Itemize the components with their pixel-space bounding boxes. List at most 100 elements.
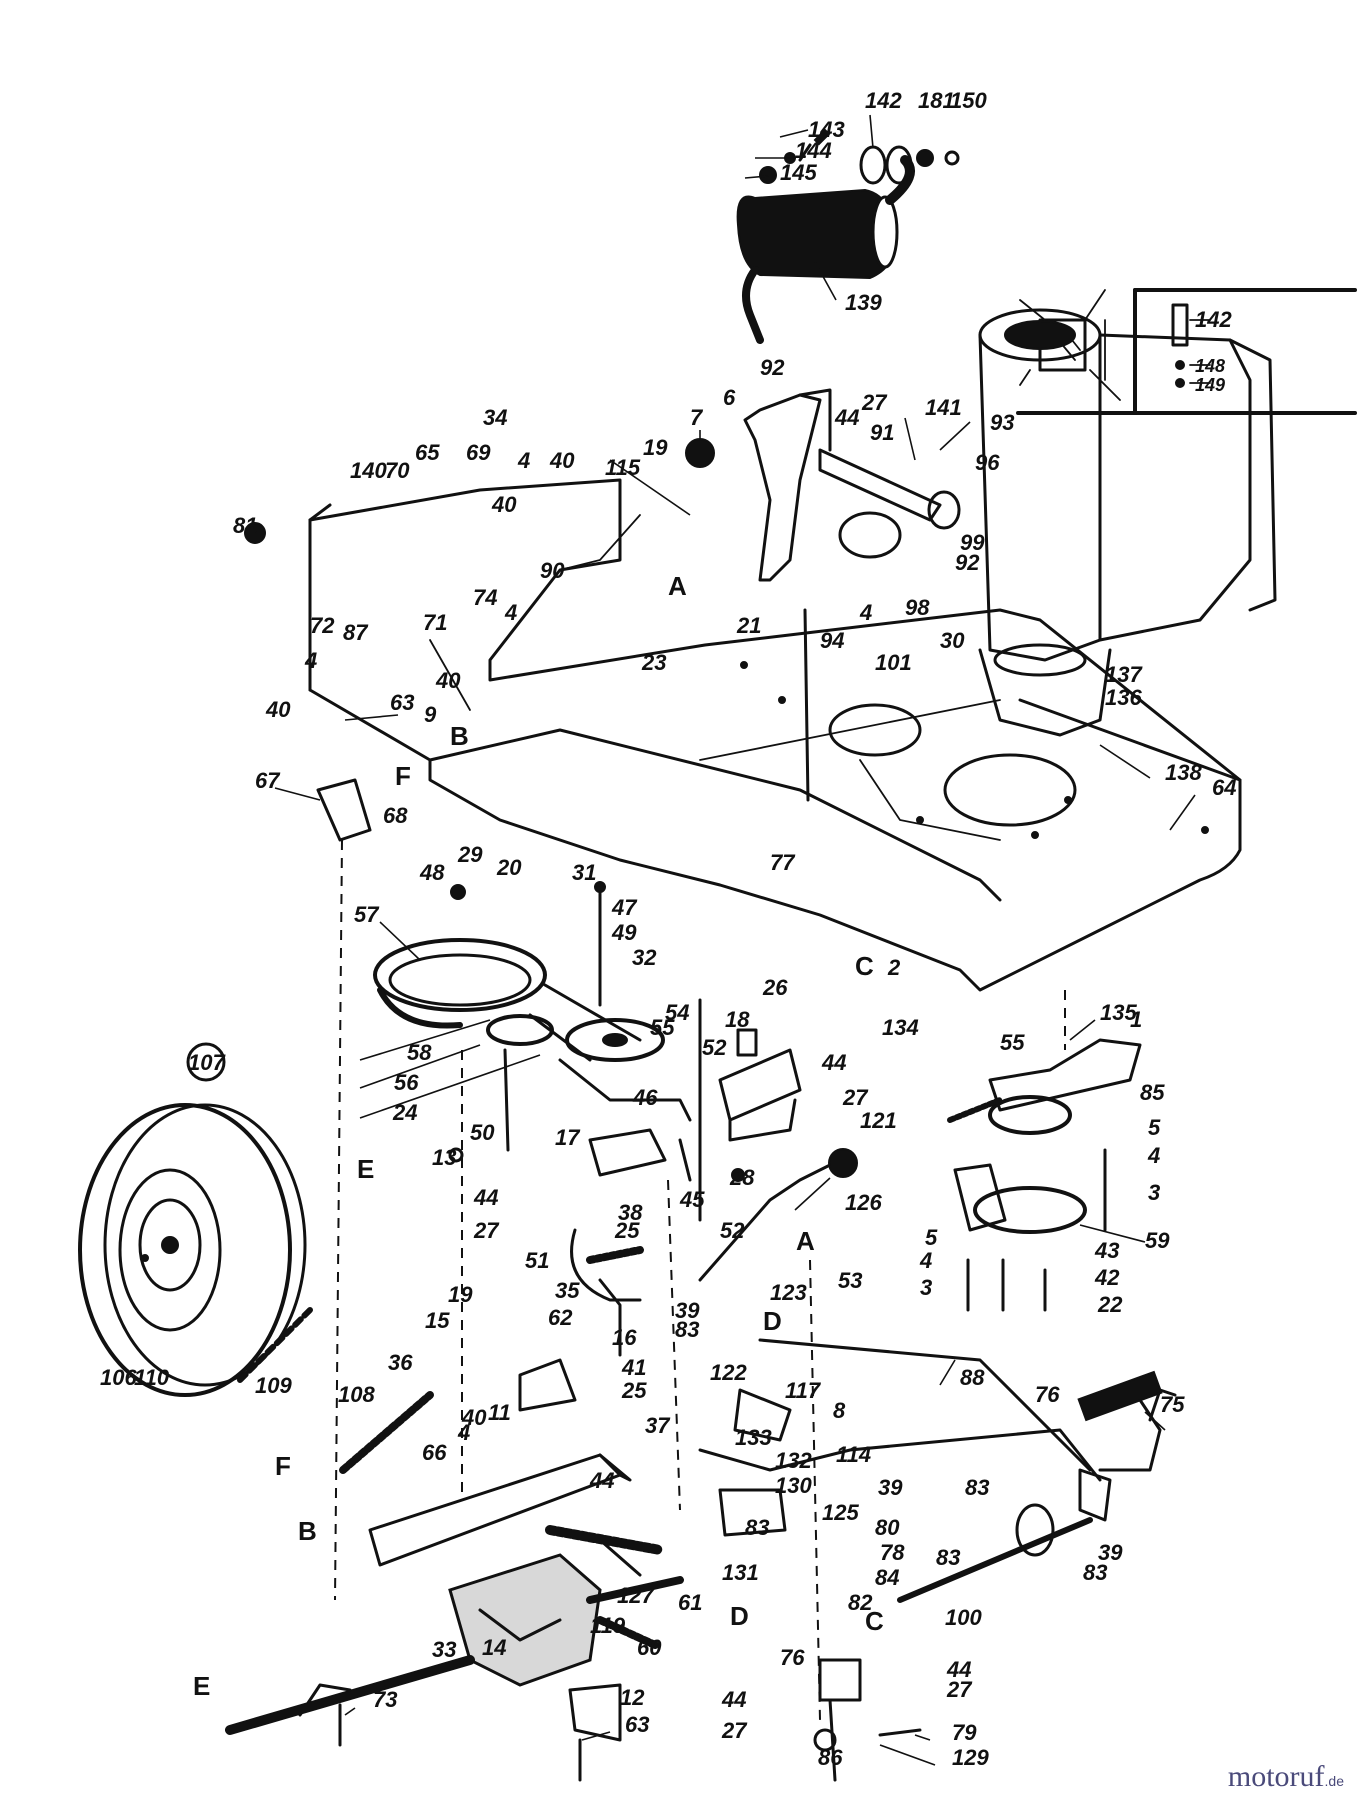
- part-callout-72: 72: [310, 613, 335, 638]
- part-callout-101: 101: [875, 650, 912, 675]
- part-callout-92: 92: [955, 550, 980, 575]
- part-callout-137: 137: [1105, 662, 1143, 687]
- part-callout-59: 59: [1145, 1228, 1170, 1253]
- part-callout-27: 27: [721, 1718, 748, 1743]
- part-callout-42: 42: [1094, 1265, 1120, 1290]
- part-callout-4: 4: [517, 448, 530, 473]
- part-callout-47: 47: [611, 895, 638, 920]
- part-callout-49: 49: [611, 920, 637, 945]
- part-callout-6: 6: [723, 385, 736, 410]
- part-callout-109: 109: [255, 1373, 292, 1398]
- part-callout-94: 94: [820, 628, 844, 653]
- left-brackets: [244, 522, 372, 1601]
- part-callout-144: 144: [795, 138, 832, 163]
- part-callout-4: 4: [919, 1248, 932, 1273]
- part-callout-134: 134: [882, 1015, 919, 1040]
- part-callout-4: 4: [1147, 1143, 1160, 1168]
- part-callout-26: 26: [762, 975, 788, 1000]
- part-callout-60: 60: [637, 1635, 662, 1660]
- part-callout-40: 40: [549, 448, 575, 473]
- part-callout-77: 77: [770, 850, 796, 875]
- part-callout-8: 8: [833, 1398, 846, 1423]
- part-callout-25: 25: [621, 1378, 647, 1403]
- reference-letter-A: A: [668, 571, 687, 601]
- part-callout-83: 83: [675, 1317, 699, 1342]
- part-callout-130: 130: [775, 1473, 812, 1498]
- reference-letter-C: C: [855, 951, 874, 981]
- part-callout-44: 44: [834, 405, 859, 430]
- part-callout-80: 80: [875, 1515, 900, 1540]
- part-callout-93: 93: [990, 410, 1014, 435]
- part-callout-67: 67: [255, 768, 281, 793]
- part-callout-22: 22: [1097, 1292, 1123, 1317]
- part-callout-38: 38: [618, 1200, 643, 1225]
- inset-callout-149: 149: [1195, 375, 1225, 395]
- reference-letter-E: E: [193, 1671, 210, 1701]
- part-callout-44: 44: [589, 1468, 614, 1493]
- part-callout-100: 100: [945, 1605, 982, 1630]
- reference-letter-E: E: [357, 1154, 374, 1184]
- part-callout-96: 96: [975, 450, 1000, 475]
- part-callout-19: 19: [448, 1282, 473, 1307]
- part-callout-40: 40: [491, 492, 517, 517]
- part-callout-53: 53: [838, 1268, 862, 1293]
- part-callout-16: 16: [612, 1325, 637, 1350]
- part-callout-129: 129: [952, 1745, 989, 1770]
- part-callout-55: 55: [650, 1015, 675, 1040]
- part-callout-76: 76: [1035, 1382, 1060, 1407]
- part-callout-141: 141: [925, 395, 962, 420]
- part-callout-20: 20: [496, 855, 522, 880]
- brand-name: motoruf: [1227, 1760, 1325, 1793]
- part-callout-74: 74: [473, 585, 497, 610]
- part-callout-44: 44: [721, 1687, 746, 1712]
- part-callout-21: 21: [736, 613, 761, 638]
- steering-panel: [685, 388, 961, 802]
- part-callout-136: 136: [1105, 685, 1142, 710]
- part-callout-88: 88: [960, 1365, 985, 1390]
- muffler: [736, 128, 960, 344]
- part-callout-58: 58: [407, 1040, 432, 1065]
- part-callout-30: 30: [940, 628, 965, 653]
- center-brackets: [570, 998, 802, 1357]
- part-callout-86: 86: [818, 1745, 843, 1770]
- inset-callout-148: 148: [1195, 356, 1225, 376]
- part-callout-71: 71: [423, 610, 447, 635]
- part-callout-139: 139: [845, 290, 882, 315]
- pulleys-belts: [373, 881, 692, 1500]
- part-callout-87: 87: [343, 620, 369, 645]
- part-callout-24: 24: [392, 1100, 417, 1125]
- wheel-callout-label: 107: [188, 1050, 226, 1075]
- part-callout-40: 40: [265, 697, 291, 722]
- part-callout-25: 25: [614, 1218, 640, 1243]
- part-callout-36: 36: [388, 1350, 413, 1375]
- part-callout-56: 56: [394, 1070, 419, 1095]
- part-callout-39: 39: [675, 1298, 700, 1323]
- part-callout-84: 84: [875, 1565, 899, 1590]
- part-callout-78: 78: [880, 1540, 905, 1565]
- part-callout-31: 31: [572, 860, 596, 885]
- brand-watermark: motoruf.de: [1228, 1760, 1344, 1794]
- inset-detail: [1016, 288, 1357, 415]
- part-callout-57: 57: [354, 902, 380, 927]
- part-callout-35: 35: [555, 1278, 580, 1303]
- part-callout-33: 33: [432, 1637, 456, 1662]
- part-callout-83: 83: [1083, 1560, 1107, 1585]
- rear-wheel: [78, 1042, 313, 1397]
- part-callout-27: 27: [861, 390, 888, 415]
- leader-lines: [274, 114, 1196, 1766]
- part-callout-142: 142: [865, 88, 902, 113]
- part-callout-76: 76: [780, 1645, 805, 1670]
- part-callout-140: 140: [350, 458, 387, 483]
- part-callout-82: 82: [848, 1590, 873, 1615]
- part-callout-4: 4: [457, 1420, 470, 1445]
- part-callout-4: 4: [859, 600, 872, 625]
- part-callout-40: 40: [435, 668, 461, 693]
- part-callout-5: 5: [1148, 1115, 1161, 1140]
- part-callout-63: 63: [625, 1712, 649, 1737]
- part-callout-114: 114: [836, 1442, 871, 1467]
- part-callout-83: 83: [745, 1515, 769, 1540]
- part-callout-68: 68: [383, 803, 408, 828]
- part-callout-131: 131: [722, 1560, 759, 1585]
